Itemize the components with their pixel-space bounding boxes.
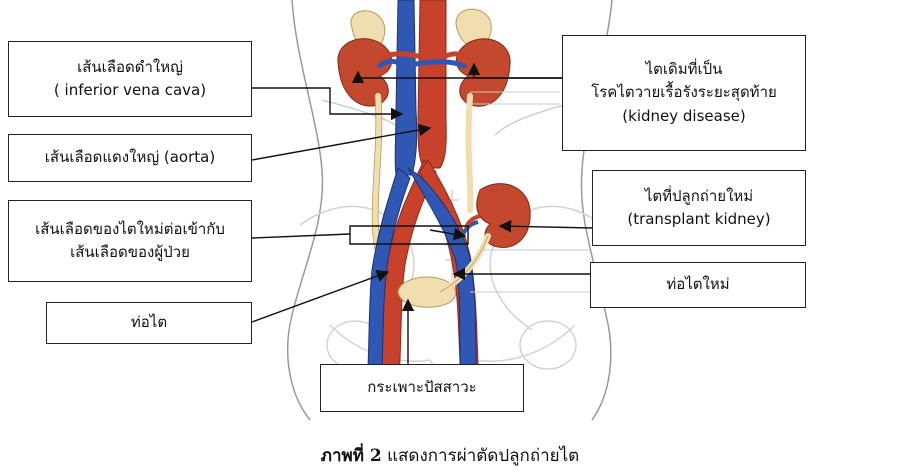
label-transplant-kidney: ไตที่ปลูกถ่ายใหม่ (transplant kidney): [592, 170, 806, 246]
bladder: [397, 276, 456, 308]
leader-lines: [251, 62, 593, 364]
ribs: [321, 99, 583, 136]
leader-old-kidney-b: [467, 62, 562, 79]
caption-figure-number: ภาพที่ 2: [320, 446, 382, 466]
label-vessel-line2: เส้นเลือดของผู้ป่วย: [70, 243, 190, 261]
label-ivc-line1: เส้นเลือดดำใหญ่: [77, 57, 183, 76]
caption-text: แสดงการผ่าตัดปลูกถ่ายไต: [381, 446, 580, 466]
label-transplant-line1: ไตที่ปลูกถ่ายใหม่: [644, 186, 754, 205]
label-old-kidney-line3: (kidney disease): [622, 106, 746, 125]
leader-old-kidney-a: [351, 70, 562, 84]
label-old-kidney-line1: ไตเดิมที่เป็น: [645, 60, 723, 79]
label-aorta: เส้นเลือดแดงใหญ่ (aorta): [8, 134, 252, 182]
leader-vessel-connect-box: [349, 225, 469, 245]
label-new-ureter: ท่อไตใหม่: [590, 262, 806, 308]
faint-guide-lines: [470, 91, 590, 293]
label-bladder-line1: กระเพาะปัสสาวะ: [367, 378, 477, 397]
leader-vessel-connect: [251, 233, 351, 239]
label-old-kidney: ไตเดิมที่เป็น โรคไตวายเรื้อรังระยะสุดท้า…: [562, 35, 806, 151]
label-inferior-vena-cava: เส้นเลือดดำใหญ่ ( inferior vena cava): [8, 41, 252, 117]
label-ureter: ท่อไต: [46, 302, 252, 344]
leader-ivc: [252, 87, 404, 121]
renal-vessels: [377, 51, 471, 69]
label-new-ureter-line1: ท่อไตใหม่: [666, 275, 730, 294]
leader-aorta: [251, 123, 432, 161]
leader-ureter: [251, 269, 390, 323]
leader-transplant-kidney: [498, 219, 593, 233]
label-transplant-line2: (transplant kidney): [627, 210, 771, 228]
label-vessel-connection: เส้นเลือดของไตใหม่ต่อเข้ากับ เส้นเลือดขอ…: [8, 200, 252, 282]
label-ureter-line1: ท่อไต: [130, 313, 168, 332]
label-bladder: กระเพาะปัสสาวะ: [320, 364, 524, 412]
label-ivc-line2: ( inferior vena cava): [53, 81, 207, 99]
leader-vessel-connect-arrow: [429, 227, 467, 241]
label-old-kidney-line2: โรคไตวายเรื้อรังระยะสุดท้าย: [591, 83, 777, 102]
old-ureters: [372, 93, 474, 253]
figure-caption: ภาพที่ 2 แสดงการผ่าตัดปลูกถ่ายไต: [0, 442, 900, 469]
label-aorta-line1: เส้นเลือดแดงใหญ่ (aorta): [44, 148, 216, 167]
label-vessel-line1: เส้นเลือดของไตใหม่ต่อเข้ากับ: [35, 219, 225, 238]
